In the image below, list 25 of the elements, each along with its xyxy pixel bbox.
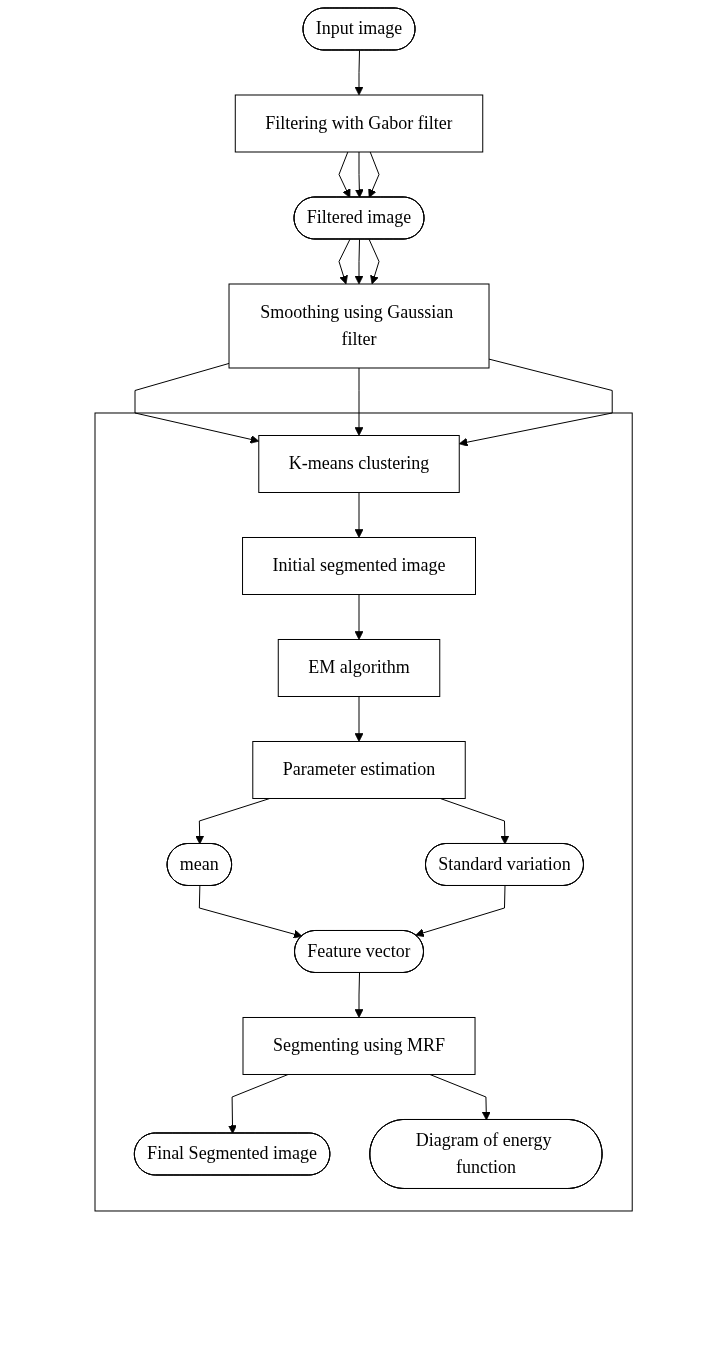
arrow [338,239,351,285]
arrow [369,239,380,285]
arrow [355,594,364,640]
node-box: Parameter estimation [252,741,467,799]
node-box: Smoothing using Gaussian filter [228,283,490,369]
arrow [459,358,614,447]
arrow [134,362,260,444]
node-box: Filtering with Gabor filter [235,94,484,153]
arrow [338,151,351,198]
node-box: Initial segmented image [242,537,477,595]
arrow [415,885,506,938]
arrow [355,50,364,96]
arrow [355,239,364,285]
arrow [355,367,364,436]
node-box: Segmenting using MRF [242,1017,476,1075]
node-box: EM algorithm [278,639,441,697]
arrow [368,151,380,198]
arrow [355,151,365,198]
arrow [199,885,303,939]
cluster [94,412,634,1212]
arrow [355,696,364,742]
arrow [440,798,510,845]
arrow [355,492,364,538]
arrow [355,972,364,1018]
node-box: K-means clustering [258,435,461,493]
